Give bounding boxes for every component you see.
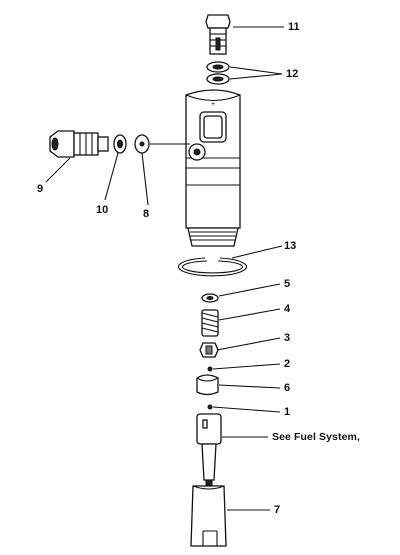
part-3-valve	[199, 342, 219, 358]
callout-11: 11	[288, 21, 300, 33]
callout-5: 5	[284, 278, 291, 290]
callout-3: 3	[284, 332, 291, 344]
part-13-retaining-ring	[178, 257, 247, 277]
part-12-washers	[206, 61, 230, 85]
nozzle	[196, 413, 222, 487]
part-4-spring	[201, 309, 219, 337]
callout-10: 10	[96, 204, 109, 216]
leader-6	[218, 384, 281, 389]
part-10-washer	[113, 134, 127, 154]
leader-12a	[229, 66, 283, 75]
svg-text:+: +	[211, 101, 215, 108]
part-1-dowel-pin	[207, 404, 213, 410]
leader-13	[231, 245, 283, 259]
leader-1	[212, 406, 281, 413]
callout-6: 6	[284, 382, 291, 394]
leader-10	[104, 152, 119, 201]
callout-2: 2	[284, 358, 291, 370]
callout-9: 9	[37, 183, 44, 195]
part-9-inlet-connector	[49, 130, 109, 158]
callout-12: 12	[286, 68, 299, 80]
callout-4: 4	[284, 303, 291, 315]
leader-5	[218, 283, 281, 297]
leader-9	[45, 157, 71, 183]
leader-2	[212, 363, 281, 370]
part-6-spacer	[196, 374, 219, 396]
leader-12b	[229, 73, 283, 80]
leader-3	[216, 337, 281, 351]
part-11-bolt	[205, 14, 231, 55]
callout-1: 1	[284, 406, 291, 418]
injector-body: +	[185, 89, 241, 247]
callout-13: 13	[284, 240, 297, 252]
callout-8: 8	[143, 208, 150, 220]
leader-4	[218, 308, 281, 321]
part-8-filter	[134, 134, 150, 154]
callout-7: 7	[274, 504, 281, 516]
leader-8	[141, 152, 149, 206]
part-7-nozzle-nut	[190, 485, 227, 547]
part-5-small-washer	[201, 293, 219, 303]
see-fuel-system-note: See Fuel System,	[272, 431, 360, 443]
part-2-pin	[207, 366, 213, 372]
